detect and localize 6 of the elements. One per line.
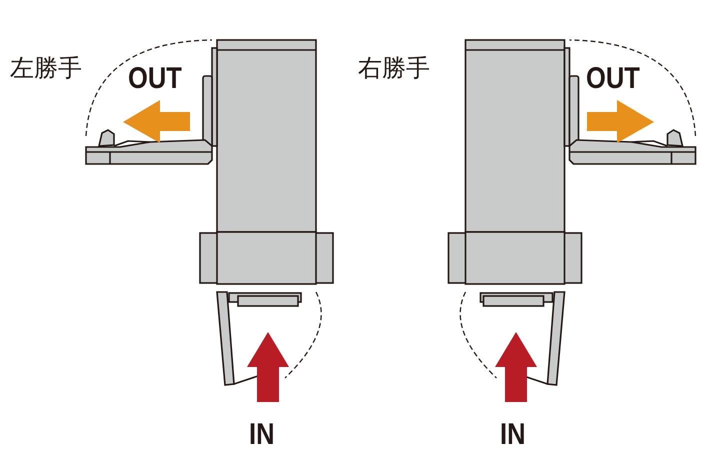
direction-label: OUT: [586, 64, 640, 94]
direction-label: OUT: [128, 64, 182, 94]
diagram-label: 右勝手: [358, 56, 430, 80]
direction-label: IN: [500, 420, 526, 450]
diagram-label: 左勝手: [10, 56, 82, 80]
direction-label: IN: [249, 420, 274, 450]
